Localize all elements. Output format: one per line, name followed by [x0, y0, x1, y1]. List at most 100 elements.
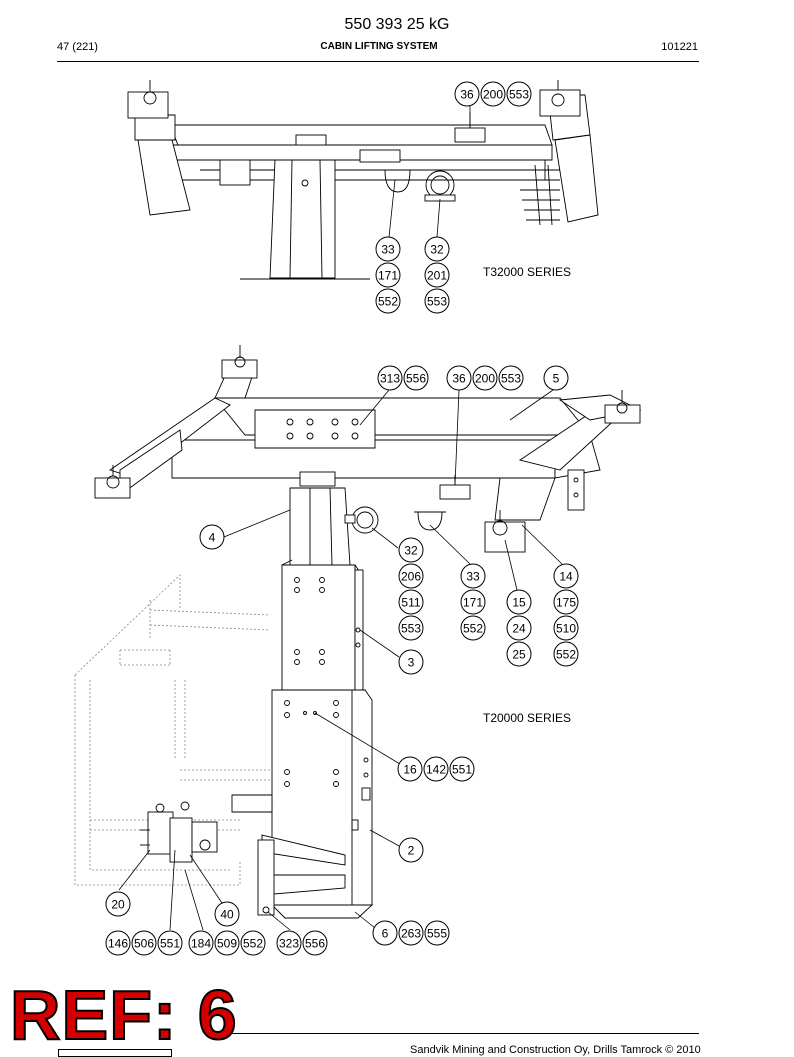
- top-callout-label: 201: [427, 269, 447, 283]
- bottom-callout-label: 175: [556, 596, 576, 610]
- bottom-callout-label: 25: [512, 648, 526, 662]
- bottom-callout-label: 206: [401, 570, 421, 584]
- bottom-callout-label: 506: [134, 937, 154, 951]
- top-callout-circle: [375, 288, 401, 314]
- bottom-callout-label: 146: [108, 937, 128, 951]
- bottom-callout-label: 323: [279, 937, 299, 951]
- bottom-callout-circle: [506, 615, 532, 641]
- header-rule: [57, 61, 699, 62]
- bottom-callout-label: 4: [209, 531, 216, 545]
- top-callout-label: 553: [427, 295, 447, 309]
- bottom-callout-circle: [446, 365, 472, 391]
- reference-stamp: REF: 6: [9, 976, 238, 1054]
- bottom-callout-label: 24: [512, 622, 526, 636]
- bottom-callout-circle: [377, 365, 403, 391]
- bottom-callout-circle: [449, 756, 475, 782]
- bottom-callout-circle: [498, 365, 524, 391]
- bottom-callout-circle: [553, 615, 579, 641]
- bottom-callout-circle: [199, 524, 225, 550]
- top-callout-label: 33: [381, 243, 395, 257]
- bottom-callout-label: 510: [556, 622, 576, 636]
- bottom-callout-circle: [302, 930, 328, 956]
- bottom-series-label: T20000 SERIES: [483, 711, 572, 725]
- bottom-callout-circle: [105, 930, 131, 956]
- bottom-callout-label: 200: [475, 372, 495, 386]
- bottom-callout-circle: [553, 641, 579, 667]
- footer-rule: [232, 1033, 699, 1034]
- bottom-callout-label: 551: [452, 763, 472, 777]
- bottom-callout-circle: [424, 920, 450, 946]
- bottom-callout-label: 14: [559, 570, 573, 584]
- bottom-callout-circle: [398, 649, 424, 675]
- bottom-callout-circle: [105, 891, 131, 917]
- bottom-callout-label: 15: [512, 596, 526, 610]
- bottom-callout-circle: [276, 930, 302, 956]
- bottom-callout-circle: [472, 365, 498, 391]
- bottom-callout-label: 184: [191, 937, 211, 951]
- bottom-callout-label: 40: [220, 908, 234, 922]
- bottom-callout-label: 552: [556, 648, 576, 662]
- bottom-callout-circle: [214, 901, 240, 927]
- bottom-callout-circle: [398, 837, 424, 863]
- bottom-callout-label: 36: [452, 372, 466, 386]
- bottom-callout-circle: [460, 563, 486, 589]
- top-callout-circle: [424, 288, 450, 314]
- bottom-assembly-drawing: [74, 345, 642, 931]
- bottom-callout-circle: [157, 930, 183, 956]
- bottom-callout-label: 5: [553, 372, 560, 386]
- top-callout-label: 552: [378, 295, 398, 309]
- bottom-callout-label: 553: [501, 372, 521, 386]
- bottom-callout-label: 142: [426, 763, 446, 777]
- bottom-callout-label: 556: [406, 372, 426, 386]
- top-callout-circle: [480, 81, 506, 107]
- document-date: 101221: [661, 41, 698, 53]
- bottom-callout-circle: [397, 756, 423, 782]
- top-callout-label: 36: [460, 88, 474, 102]
- bottom-callout-circle: [553, 563, 579, 589]
- top-callout-label: 171: [378, 269, 398, 283]
- bottom-callout-label: 552: [463, 622, 483, 636]
- bottom-callout-label: 32: [404, 544, 418, 558]
- bottom-callout-circle: [423, 756, 449, 782]
- bottom-callout-circle: [398, 537, 424, 563]
- page-number: 47 (221): [57, 41, 98, 53]
- bottom-callout-circle: [188, 930, 214, 956]
- bottom-callout-label: 3: [408, 656, 415, 670]
- top-callout-circle: [375, 236, 401, 262]
- bottom-callout-circle: [553, 589, 579, 615]
- bottom-callout-circle: [372, 920, 398, 946]
- document-title: 550 393 25 kG: [344, 16, 450, 33]
- bottom-callout-label: 313: [380, 372, 400, 386]
- top-callout-circle: [375, 262, 401, 288]
- top-callout-label: 553: [509, 88, 529, 102]
- top-series-label: T32000 SERIES: [483, 265, 572, 279]
- top-assembly-drawing: [127, 80, 599, 280]
- bottom-callout-label: 552: [243, 937, 263, 951]
- bottom-callout-label: 509: [217, 937, 237, 951]
- bottom-callout-circle: [543, 365, 569, 391]
- footer-copyright: Sandvik Mining and Construction Oy, Dril…: [410, 1044, 701, 1056]
- bottom-callout-circle: [214, 930, 240, 956]
- bottom-callout-circle: [460, 615, 486, 641]
- bottom-callout-label: 511: [401, 596, 420, 610]
- bottom-callout-label: 33: [466, 570, 480, 584]
- bottom-callout-circle: [506, 589, 532, 615]
- top-callout-circle: [424, 262, 450, 288]
- bottom-callout-label: 551: [160, 937, 180, 951]
- section-title: CABIN LIFTING SYSTEM: [320, 41, 438, 52]
- top-callout-circle: [454, 81, 480, 107]
- top-callout-circle: [424, 236, 450, 262]
- bottom-callout-label: 20: [111, 898, 125, 912]
- bottom-callout-circle: [131, 930, 157, 956]
- bottom-callout-circle: [398, 615, 424, 641]
- bottom-callout-label: 263: [401, 927, 421, 941]
- bottom-callout-label: 2: [408, 844, 415, 858]
- bottom-callout-circle: [460, 589, 486, 615]
- bottom-callout-label: 16: [403, 763, 417, 777]
- bottom-callout-circle: [240, 930, 266, 956]
- bottom-callout-circle: [506, 641, 532, 667]
- top-callout-circle: [506, 81, 532, 107]
- bottom-callout-circle: [403, 365, 429, 391]
- bottom-callout-circle: [398, 920, 424, 946]
